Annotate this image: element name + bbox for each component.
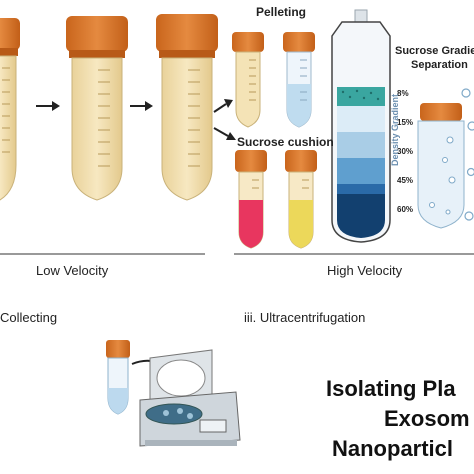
pelleting-label: Pelleting <box>256 5 307 19</box>
density-gradient-label: Density Gradient <box>390 93 400 166</box>
sucrose-gradient-label-1: Sucrose Gradie <box>395 45 474 57</box>
title-line-1: Isolating Pla <box>326 376 456 401</box>
gradient-level-15: 15% <box>397 118 414 127</box>
title-line-2: Exosom <box>384 406 470 431</box>
pelleting-tube-yellow <box>232 32 264 128</box>
gradient-column <box>331 9 391 243</box>
gradient-level-8: 8% <box>397 89 409 98</box>
collecting-label: Collecting <box>0 310 58 325</box>
small-tube-bottom <box>106 340 130 415</box>
large-tube-3 <box>156 14 218 201</box>
ultracentrifuge <box>139 349 241 447</box>
sucrose-gradient-label-2: Separation <box>411 59 468 71</box>
gradient-level-30: 30% <box>397 147 414 156</box>
gradient-level-60: 60% <box>397 205 414 214</box>
ultracentrifugation-label: iii. Ultracentrifugation <box>244 310 366 325</box>
density-gradient-tube <box>417 103 465 229</box>
large-tube-1 <box>0 18 20 201</box>
arrow-to-pelleting <box>213 99 233 113</box>
high-velocity-label: High Velocity <box>327 263 403 278</box>
title-line-3: Nanoparticl <box>332 436 454 461</box>
arrow-to-cushion <box>213 127 236 140</box>
arrow-2 <box>130 101 153 111</box>
low-velocity-label: Low Velocity <box>36 263 109 278</box>
cushion-tube-pink <box>235 150 267 249</box>
arrow-1 <box>36 101 60 111</box>
large-tube-2 <box>66 16 128 201</box>
cushion-tube-yellow <box>285 150 317 249</box>
sucrose-cushion-label: Sucrose cushion <box>237 135 334 149</box>
particles <box>461 88 474 221</box>
gradient-level-45: 45% <box>397 176 414 185</box>
pelleting-tube-blue <box>283 32 315 128</box>
